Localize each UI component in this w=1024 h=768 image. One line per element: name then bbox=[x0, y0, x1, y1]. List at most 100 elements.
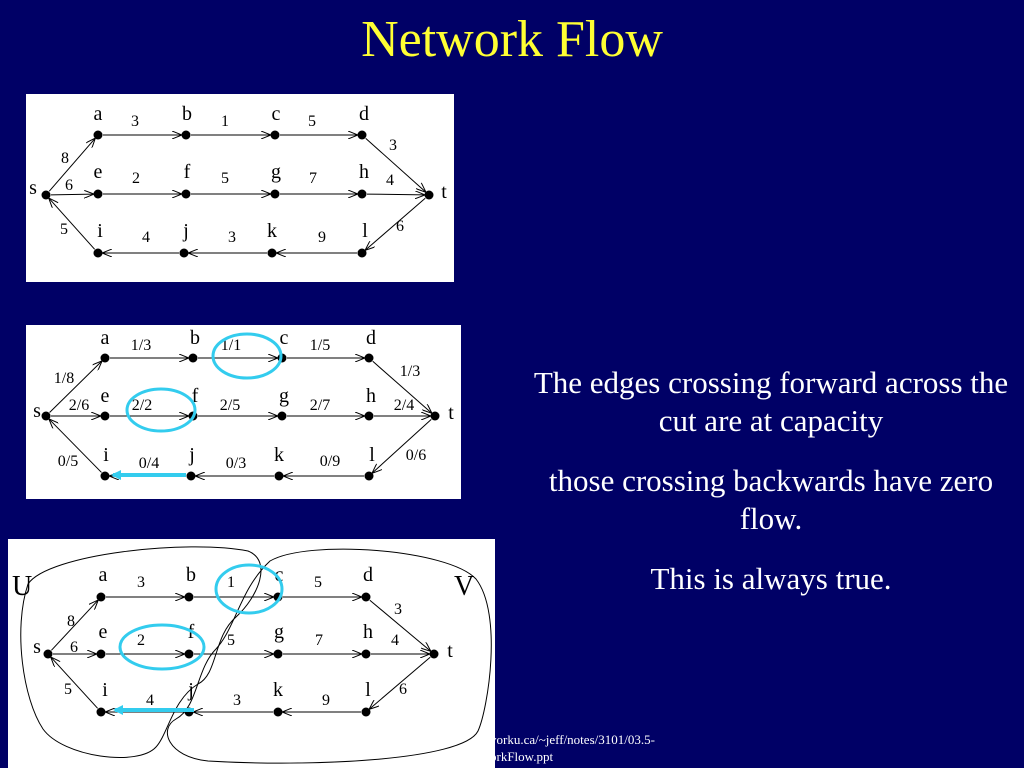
edge-label-f-g: 5 bbox=[221, 170, 229, 187]
node-l bbox=[357, 248, 367, 258]
edge-label-h-t: 4 bbox=[391, 632, 399, 649]
node-label-c: c bbox=[272, 103, 281, 125]
edge-label-d-t: 3 bbox=[389, 137, 397, 154]
node-label-j: j bbox=[187, 679, 194, 701]
node-label-a: a bbox=[99, 564, 108, 586]
highlight-edge-e-f bbox=[118, 623, 206, 671]
node-h bbox=[357, 189, 367, 199]
edge-s-a bbox=[48, 139, 94, 192]
node-label-c: c bbox=[280, 327, 289, 349]
node-label-d: d bbox=[363, 564, 373, 586]
node-label-s: s bbox=[33, 400, 41, 422]
node-i bbox=[96, 707, 106, 717]
edge-label-l-k: 9 bbox=[322, 692, 330, 709]
node-label-f: f bbox=[184, 161, 191, 183]
node-e bbox=[93, 189, 103, 199]
node-h bbox=[361, 649, 371, 659]
edge-d-t bbox=[369, 599, 430, 651]
node-label-j: j bbox=[188, 444, 195, 466]
edge-i-s bbox=[50, 420, 102, 473]
edge-label-i-s: 0/5 bbox=[58, 453, 78, 470]
node-a bbox=[100, 353, 110, 363]
node-t bbox=[430, 411, 440, 421]
edge-label-a-b: 3 bbox=[137, 574, 145, 591]
node-g bbox=[270, 189, 280, 199]
edge-s-a bbox=[51, 601, 97, 651]
node-c bbox=[270, 130, 280, 140]
node-label-c: c bbox=[275, 564, 284, 586]
node-h bbox=[364, 411, 374, 421]
edge-label-c-d: 5 bbox=[314, 574, 322, 591]
edge-label-t-l: 0/6 bbox=[406, 447, 426, 464]
edge-label-j-i: 4 bbox=[142, 229, 150, 246]
source-url-line-2: orkFlow.ppt bbox=[490, 749, 554, 764]
edge-label-i-s: 5 bbox=[60, 221, 68, 238]
node-k bbox=[273, 707, 283, 717]
node-label-l: l bbox=[369, 444, 375, 466]
node-label-b: b bbox=[190, 327, 200, 349]
node-b bbox=[188, 353, 198, 363]
highlight-edge-b-c bbox=[211, 332, 283, 380]
node-label-g: g bbox=[271, 161, 281, 183]
edge-label-b-c: 1 bbox=[227, 574, 235, 591]
node-a bbox=[96, 592, 106, 602]
edge-label-t-l: 6 bbox=[396, 218, 404, 235]
node-i bbox=[100, 471, 110, 481]
node-t bbox=[424, 190, 434, 200]
edge-label-d-t: 1/3 bbox=[400, 363, 420, 380]
node-l bbox=[361, 707, 371, 717]
node-l bbox=[364, 471, 374, 481]
edge-label-e-f: 2 bbox=[132, 170, 140, 187]
node-label-l: l bbox=[362, 220, 368, 242]
node-label-h: h bbox=[359, 161, 369, 183]
edge-label-c-d: 1/5 bbox=[310, 337, 330, 354]
node-j bbox=[186, 471, 196, 481]
node-k bbox=[274, 471, 284, 481]
node-label-d: d bbox=[366, 327, 376, 349]
node-d bbox=[361, 592, 371, 602]
edge-label-s-e: 6 bbox=[65, 177, 73, 194]
explanation-text: The edges crossing forward across the cu… bbox=[518, 364, 1024, 620]
node-label-b: b bbox=[186, 564, 196, 586]
node-label-t: t bbox=[447, 640, 453, 662]
node-b bbox=[181, 130, 191, 140]
set-label-v: V bbox=[454, 571, 474, 602]
cut-region-v bbox=[166, 548, 492, 764]
node-label-f: f bbox=[192, 385, 199, 407]
node-label-e: e bbox=[94, 161, 103, 183]
explanation-line-3: This is always true. bbox=[650, 561, 892, 596]
edge-label-s-a: 8 bbox=[67, 613, 75, 630]
node-label-k: k bbox=[267, 220, 277, 242]
node-d bbox=[357, 130, 367, 140]
node-e bbox=[100, 411, 110, 421]
edge-label-s-a: 8 bbox=[61, 150, 69, 167]
node-label-i: i bbox=[102, 679, 108, 701]
explanation-line-1: The edges crossing forward across the cu… bbox=[533, 365, 1009, 438]
edge-label-s-e: 2/6 bbox=[69, 397, 89, 414]
node-label-e: e bbox=[99, 621, 108, 643]
node-label-s: s bbox=[33, 636, 41, 658]
edge-label-b-c: 1 bbox=[221, 113, 229, 130]
edge-label-k-j: 3 bbox=[233, 692, 241, 709]
edge-label-h-t: 4 bbox=[386, 172, 394, 189]
edge-label-t-l: 6 bbox=[399, 681, 407, 698]
edge-label-c-d: 5 bbox=[308, 113, 316, 130]
node-label-s: s bbox=[29, 177, 37, 199]
edge-label-b-c: 1/1 bbox=[221, 337, 241, 354]
node-s bbox=[41, 411, 51, 421]
edge-label-e-f: 2/2 bbox=[132, 397, 152, 414]
edge-label-s-e: 6 bbox=[70, 639, 78, 656]
node-f bbox=[184, 649, 194, 659]
node-label-t: t bbox=[441, 181, 447, 203]
node-label-h: h bbox=[366, 385, 376, 407]
node-label-e: e bbox=[101, 385, 110, 407]
edge-label-l-k: 0/9 bbox=[320, 453, 340, 470]
node-label-g: g bbox=[279, 385, 289, 407]
edge-label-a-b: 1/3 bbox=[131, 337, 151, 354]
source-url-line-1: yorku.ca/~jeff/notes/3101/03.5- bbox=[490, 732, 655, 747]
